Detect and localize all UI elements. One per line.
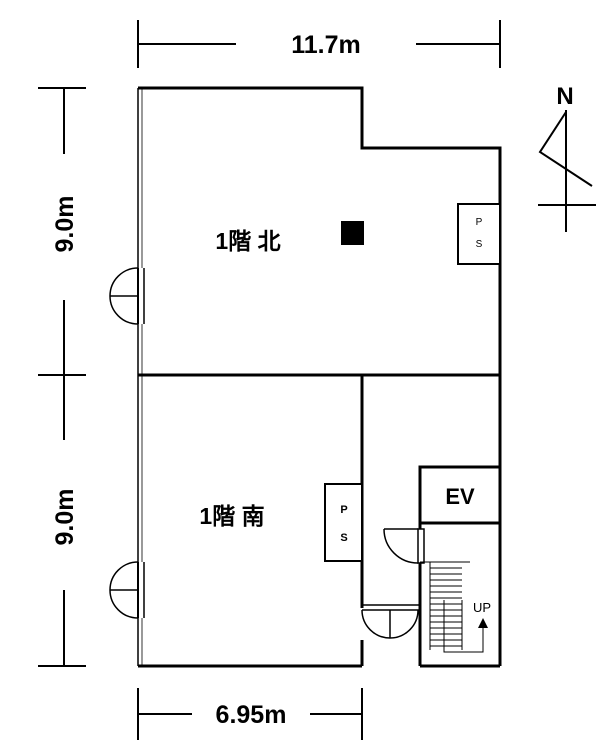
- pillar: [341, 221, 364, 245]
- door-north-entrance-icon: [109, 267, 145, 325]
- up-arrow-head-icon: [478, 618, 488, 628]
- building-walls: [137, 86, 502, 668]
- dimension-left: [38, 87, 86, 667]
- dimension-bottom-label: 6.95m: [216, 701, 287, 729]
- dimension-left-upper-label: 9.0m: [51, 196, 79, 253]
- ps-shaft-north: [457, 203, 501, 265]
- room-label-south: 1階 南: [199, 503, 264, 529]
- ps-north-s: S: [476, 239, 483, 250]
- door-stair-icon: [383, 528, 425, 564]
- elevator-label: EV: [445, 484, 475, 509]
- stairs-up-arrow-icon: [443, 600, 484, 653]
- ps-south-s: S: [340, 532, 347, 544]
- room-label-north: 1階 北: [215, 228, 280, 254]
- dimension-bottom: [137, 688, 363, 740]
- north-arrow-icon: [538, 110, 596, 232]
- ps-north-p: P: [476, 217, 483, 228]
- door-core-icon: [361, 604, 420, 639]
- dimension-left-lower-label: 9.0m: [51, 489, 79, 546]
- ps-south-p: P: [340, 504, 347, 516]
- stairs: [420, 561, 470, 650]
- stairs-up-label: UP: [473, 600, 491, 615]
- north-label: N: [556, 83, 573, 110]
- dimension-top-label: 11.7m: [291, 31, 361, 59]
- ps-shaft-south: [324, 483, 363, 562]
- door-south-entrance-icon: [109, 561, 145, 619]
- dimension-top: [137, 20, 501, 68]
